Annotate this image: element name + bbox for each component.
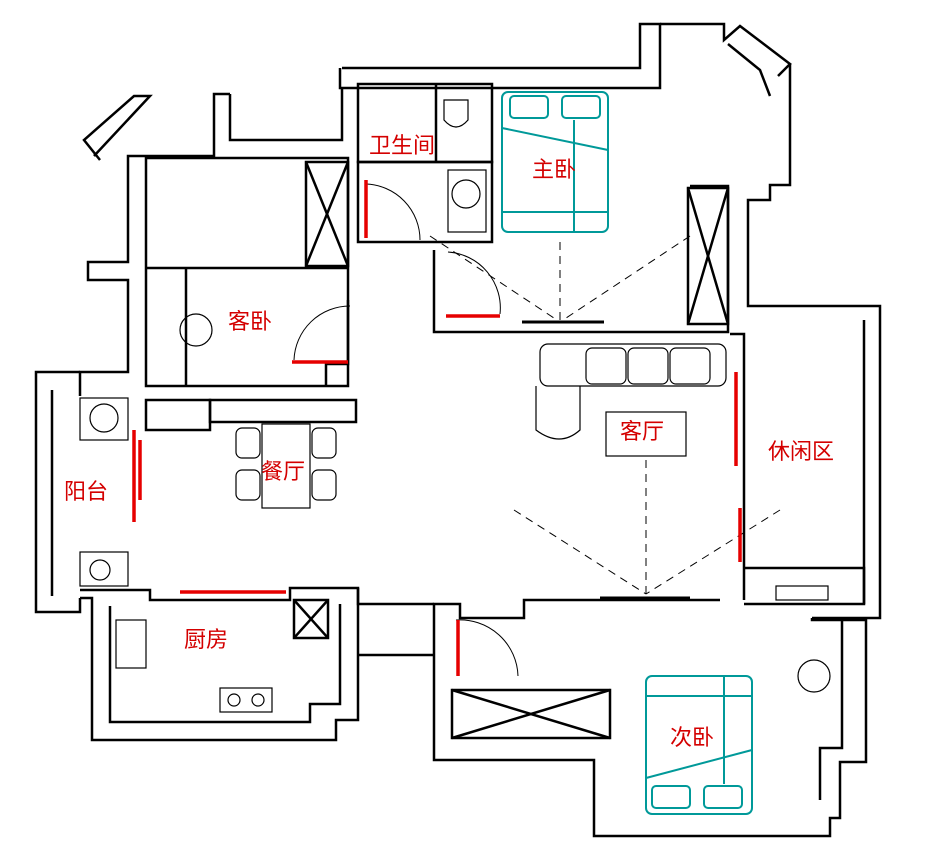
beds: [501, 91, 753, 815]
room-label-bathroom: 卫生间: [369, 134, 436, 159]
outer-walls: [34, 22, 882, 838]
room-label-kitchen: 厨房: [184, 628, 229, 653]
room-label-balcony: 阳台: [64, 480, 109, 505]
room-label-leisure-area: 休闲区: [768, 440, 835, 465]
fixtures: [79, 99, 831, 713]
door-leaves: [132, 180, 742, 676]
room-label-living-room: 客厅: [620, 420, 665, 445]
room-label-master-bedroom: 主卧: [532, 158, 577, 183]
room-label-guest-bedroom: 客卧: [228, 310, 273, 335]
room-label-second-bedroom: 次卧: [670, 726, 715, 751]
room-label-dining-room: 餐厅: [261, 460, 306, 485]
door-swings: [293, 183, 519, 677]
ceiling-lines: [429, 235, 781, 600]
